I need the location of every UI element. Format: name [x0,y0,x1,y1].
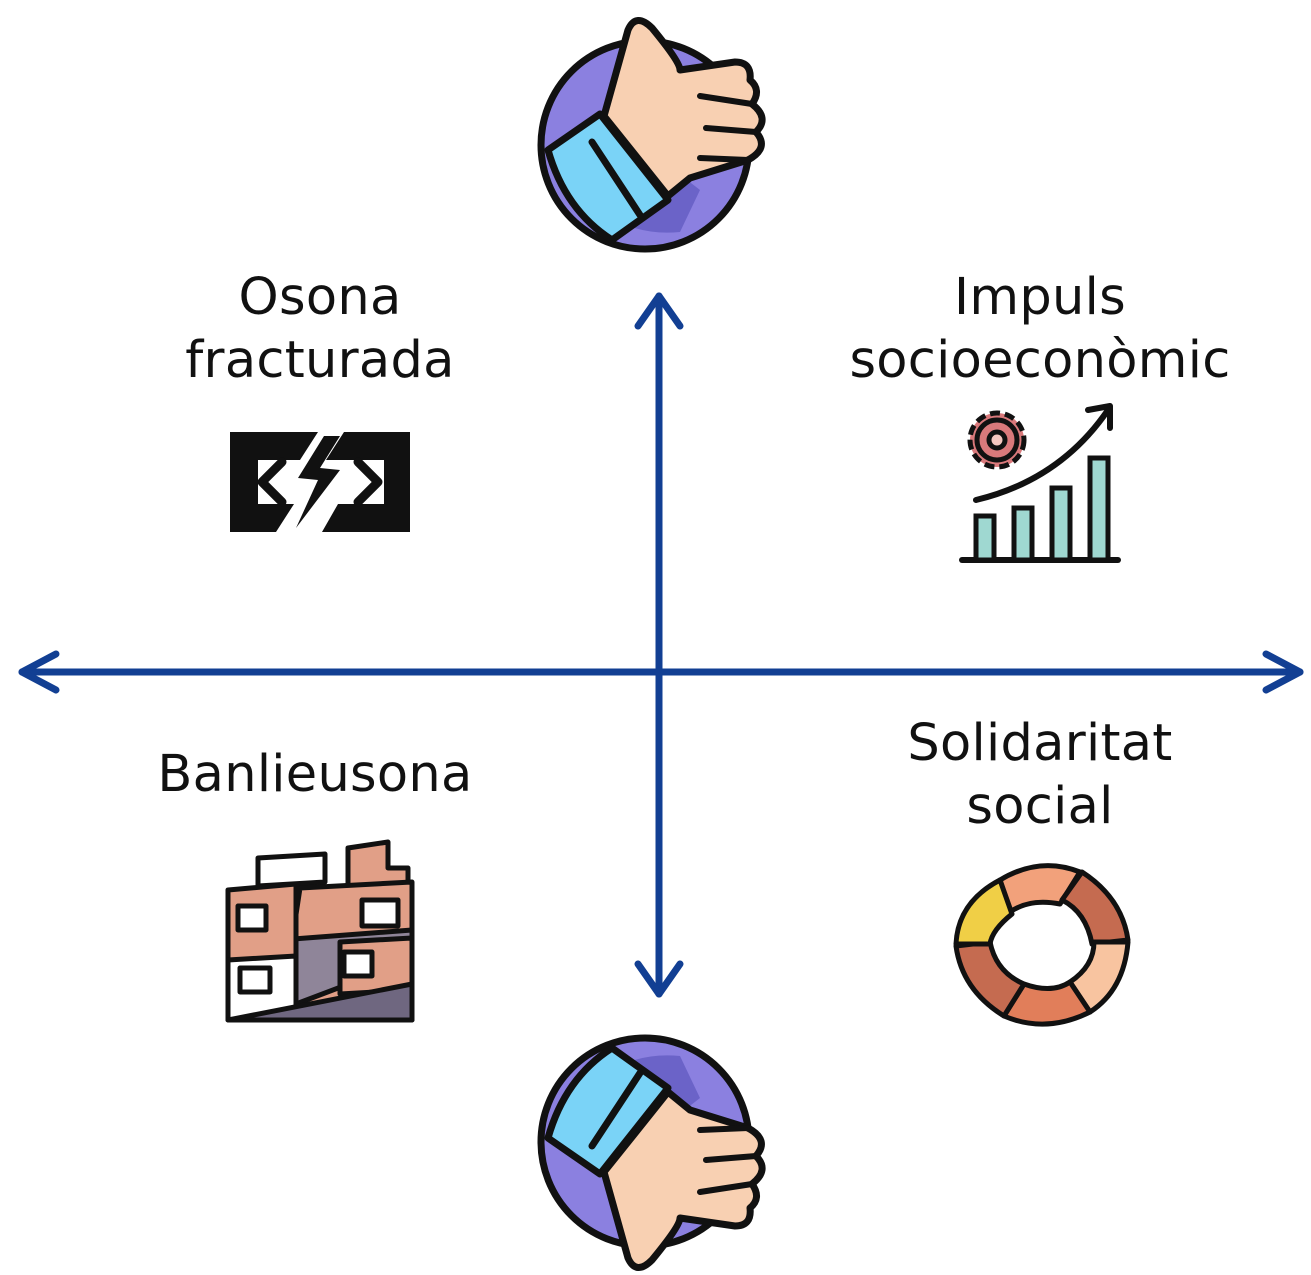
slum-buildings-icon [225,839,415,1023]
thumbs-up-icon [537,17,766,253]
label-line: Osona [238,268,402,327]
growth-chart-icon [959,403,1121,563]
label-line: fracturada [185,331,455,390]
horizontal-axis [18,650,1304,694]
label-line: Banlieusona [157,745,473,804]
label-line: Impuls [954,268,1126,327]
thumbs-down-icon [537,1034,766,1271]
joined-hands-icon [953,863,1131,1027]
vertical-axis [634,292,684,998]
label-line: socioeconòmic [849,331,1231,390]
quadrant-label-bottom-right: Solidaritat social [840,712,1240,838]
label-line: social [966,777,1114,836]
label-line: Solidaritat [907,714,1173,773]
quadrant-label-top-right: Impuls socioeconòmic [830,266,1250,392]
quadrant-label-bottom-left: Banlieusona [110,743,520,806]
quadrant-label-top-left: Osona fracturada [120,266,520,392]
broken-link-icon [230,432,410,532]
